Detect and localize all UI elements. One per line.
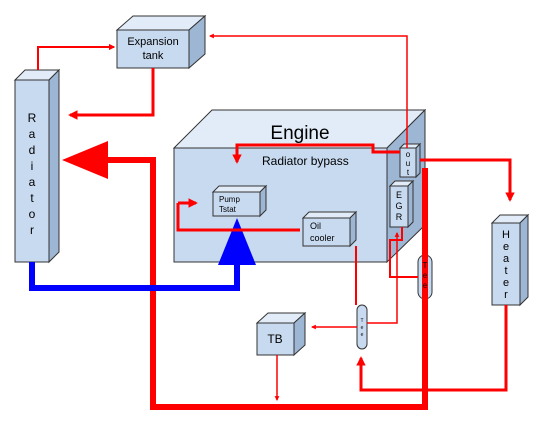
- tee-right-label: T e e: [423, 261, 428, 290]
- engine-label: Engine: [270, 123, 329, 144]
- pump-loop-pipe: [176, 203, 300, 232]
- heater-letter: e: [503, 241, 509, 253]
- out-to-tank-pipe: [209, 33, 408, 148]
- out-letter: o: [406, 150, 411, 159]
- radiator-bypass-label: Radiator bypass: [262, 154, 349, 168]
- oil-cooler-label-2: cooler: [310, 233, 335, 243]
- oil-cooler-box: [301, 210, 358, 248]
- heater-letter: r: [504, 289, 508, 301]
- cold-return-arrowhead: [218, 218, 256, 265]
- radiator-bypass-pipe: [232, 143, 400, 164]
- tee-right-letter: e: [423, 281, 428, 290]
- heater-letter: H: [502, 229, 510, 241]
- radiator-letter: r: [30, 223, 34, 237]
- heater-letter: t: [504, 265, 507, 277]
- main-hot-arrowhead: [62, 141, 108, 179]
- expansion-tank-label-2: tank: [143, 50, 164, 62]
- radiator-label: R a d i a t o r: [28, 111, 37, 237]
- heater: [490, 213, 530, 307]
- egr-box: [388, 179, 415, 229]
- radiator-letter: a: [29, 127, 36, 141]
- radiator-letter: o: [29, 207, 36, 221]
- egr-pipe: [389, 227, 418, 278]
- tee-to-egr-pipe: [367, 232, 400, 324]
- main-hot-pipe: [105, 157, 428, 410]
- tb-box: [255, 311, 307, 357]
- radiator-letter: t: [30, 191, 34, 205]
- tb-label: TB: [267, 332, 282, 346]
- out-label: o u t: [406, 150, 411, 177]
- out-box: [398, 142, 422, 179]
- egr-letter: G: [395, 201, 402, 211]
- out-letter: t: [407, 168, 410, 177]
- tee-right-letter: e: [423, 271, 428, 280]
- cold-return-pipe: [29, 262, 240, 291]
- radiator-letter: i: [31, 159, 34, 173]
- expansion-tank-label-1: Expansion: [127, 36, 178, 48]
- tee-right-letter: T: [423, 261, 428, 270]
- pump-tstat-box: [211, 184, 268, 218]
- radiator: [13, 68, 61, 264]
- radiator-letter: a: [29, 175, 36, 189]
- expansion-tank: [115, 14, 207, 70]
- radiator-vent-pipe: [37, 43, 116, 70]
- egr-letter: E: [396, 190, 402, 200]
- engine-block: [172, 108, 427, 264]
- tee-small-letter: e: [361, 332, 364, 338]
- egr-label: E G R: [395, 190, 402, 222]
- oil-cooler-label-1: Oil: [310, 221, 321, 231]
- pump-label: Pump: [219, 195, 240, 204]
- heater-letter: e: [503, 277, 509, 289]
- radiator-letter: R: [28, 111, 37, 125]
- heater-letter: a: [503, 253, 510, 265]
- tee-small-letter: T: [360, 318, 363, 324]
- tstat-label: Tstat: [219, 205, 237, 214]
- tank-to-radiator-pipe: [68, 68, 155, 120]
- egr-letter: R: [396, 212, 403, 222]
- heater-label: H e a t e r: [502, 229, 510, 301]
- heater-return-pipe: [356, 305, 508, 392]
- out-letter: u: [406, 159, 410, 168]
- radiator-letter: d: [29, 143, 36, 157]
- out-to-heater-pipe: [420, 158, 515, 202]
- tee-small-label: T e e: [360, 318, 363, 338]
- tee-small-letter: e: [361, 325, 364, 331]
